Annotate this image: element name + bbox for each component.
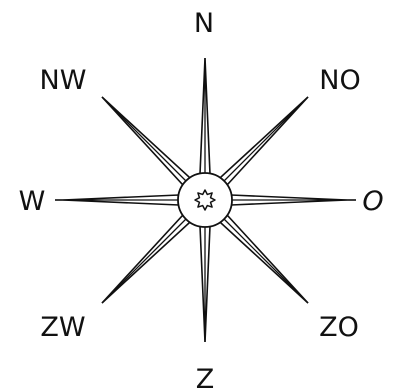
label-southwest: ZW (40, 312, 85, 343)
arm-northwest-ridge (102, 97, 187, 182)
arm-southwest-ridge (102, 218, 187, 303)
label-west: W (19, 186, 46, 217)
arm-southeast-ridge (223, 218, 308, 303)
label-southeast: ZO (319, 312, 359, 343)
label-north: N (194, 8, 214, 39)
label-northeast: NO (319, 65, 360, 96)
label-south: Z (196, 364, 215, 391)
label-northwest: NW (40, 65, 87, 96)
arm-northeast-ridge (223, 97, 308, 182)
compass-star (55, 58, 356, 342)
label-east: O (362, 186, 383, 217)
hub-star (195, 190, 215, 210)
